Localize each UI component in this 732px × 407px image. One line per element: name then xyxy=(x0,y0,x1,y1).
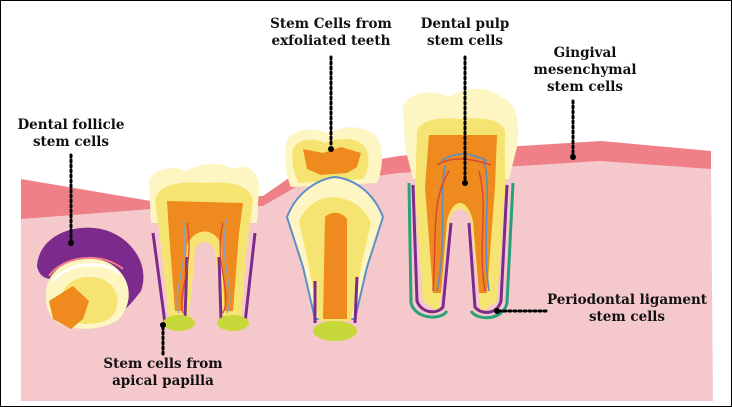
leader-dot-exfoliated-teeth xyxy=(328,146,334,152)
nerve-lines-red xyxy=(181,222,227,314)
leader-dot-apical-papilla xyxy=(160,322,166,328)
leader-dot-dental-follicle xyxy=(68,240,74,246)
periodontal-purple xyxy=(411,184,509,314)
follicle-pulp xyxy=(49,286,89,329)
apical-papilla-left xyxy=(163,315,195,331)
pulp-nerve-red xyxy=(432,158,492,292)
primary-crown-pulp xyxy=(303,147,361,175)
successor-pulp xyxy=(323,212,347,319)
exfoliated-tooth xyxy=(284,127,385,341)
apical-papilla-tooth xyxy=(149,163,259,331)
nerve-lines xyxy=(176,218,231,314)
apical-papilla-right xyxy=(217,315,249,331)
leader-dot-dental-pulp xyxy=(462,180,468,186)
pulp-nerve-blue xyxy=(436,153,490,292)
leader-dot-periodontal-ligament xyxy=(494,308,500,314)
dental-pulp-tooth xyxy=(403,88,519,320)
root-outline xyxy=(151,232,257,324)
leader-dot-gingival xyxy=(570,154,576,160)
successor-root xyxy=(313,276,359,324)
periodontal-teal xyxy=(407,182,515,320)
follicle-white-layer xyxy=(51,263,120,282)
follicle-pink-layer xyxy=(48,256,124,277)
dental-follicle xyxy=(37,227,144,329)
pulp-chamber xyxy=(425,135,497,293)
successor-apex xyxy=(313,321,357,341)
